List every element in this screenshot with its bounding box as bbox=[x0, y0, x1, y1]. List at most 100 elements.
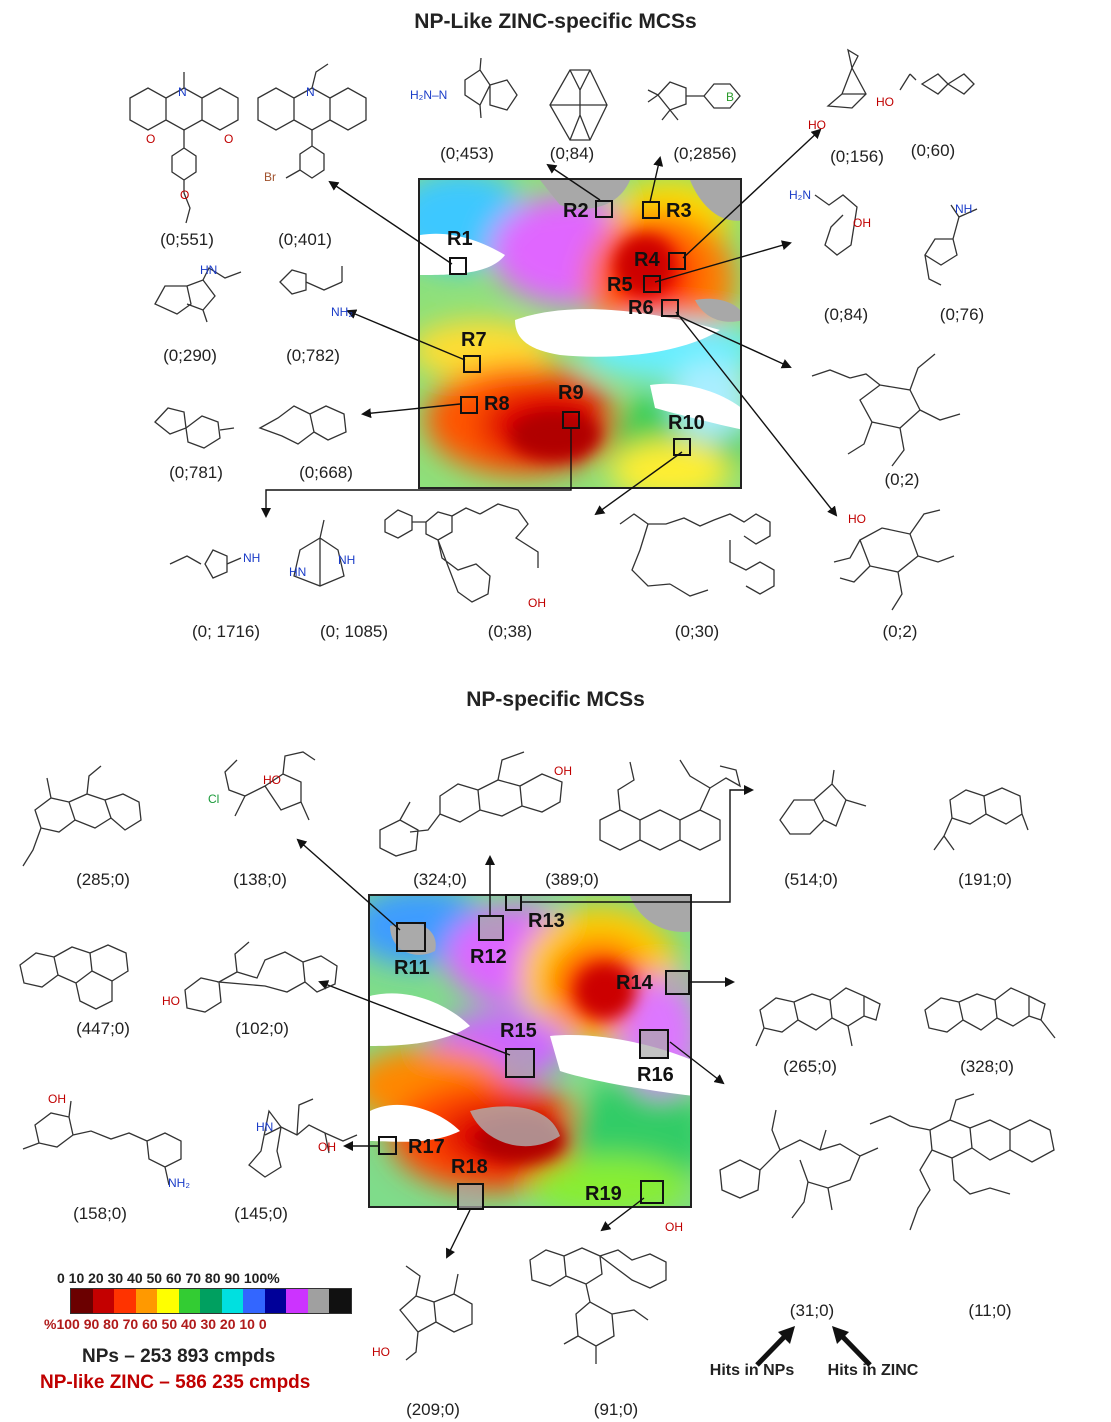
hits-nps-arrow bbox=[755, 1331, 790, 1367]
count-mol-5: (0;2856) bbox=[673, 144, 737, 163]
region-r16-label: R16 bbox=[637, 1064, 674, 1086]
region-r10-box[interactable] bbox=[673, 438, 691, 456]
count-np-16: (91;0) bbox=[593, 1400, 639, 1419]
arrow-r8 bbox=[361, 403, 461, 419]
molecule-1 bbox=[129, 72, 239, 224]
region-r13-label: R13 bbox=[528, 910, 565, 932]
region-r11-label: R11 bbox=[394, 957, 430, 979]
count-np-11: (158;0) bbox=[73, 1204, 127, 1223]
atom-oh-n12: OH bbox=[318, 1140, 336, 1154]
atom-o-1b: O bbox=[224, 132, 234, 146]
legend-swatch bbox=[286, 1289, 308, 1313]
region-r16-box[interactable] bbox=[639, 1029, 669, 1059]
atom-oh-n11: OH bbox=[48, 1092, 66, 1106]
region-r8-box[interactable] bbox=[460, 396, 478, 414]
region-r2-box[interactable] bbox=[595, 200, 613, 218]
molecule-n16 bbox=[529, 1247, 667, 1364]
molecule-17 bbox=[384, 503, 539, 603]
region-r12-box[interactable] bbox=[478, 915, 504, 941]
molecule-14 bbox=[811, 353, 961, 467]
atom-oh-n3: OH bbox=[554, 764, 572, 778]
region-r4-box[interactable] bbox=[668, 252, 686, 270]
molecule-n12 bbox=[248, 1098, 358, 1178]
zinc-section-title: NP-Like ZINC-specific MCSs bbox=[414, 10, 697, 33]
arrow-r13 bbox=[521, 785, 754, 903]
region-r7-box[interactable] bbox=[463, 355, 481, 373]
region-r1-box[interactable] bbox=[449, 257, 467, 275]
count-np-15: (209;0) bbox=[406, 1400, 460, 1419]
count-mol-6: (0;156) bbox=[830, 147, 884, 166]
molecule-n6 bbox=[933, 787, 1029, 851]
molecule-n8 bbox=[184, 941, 338, 1013]
molecule-n7 bbox=[19, 944, 129, 1010]
callout-arrows bbox=[261, 128, 838, 1259]
atom-ho-n8: HO bbox=[162, 994, 180, 1008]
molecule-13 bbox=[258, 405, 347, 445]
region-r14-label: R14 bbox=[616, 972, 653, 994]
region-r14-box[interactable] bbox=[665, 970, 690, 995]
molecule-n14 bbox=[869, 1093, 1055, 1231]
count-np-6: (191;0) bbox=[958, 870, 1012, 889]
count-mol-3: (0;453) bbox=[440, 144, 494, 163]
molecule-n3 bbox=[379, 751, 563, 857]
count-mol-16: (0; 1085) bbox=[319, 622, 389, 641]
region-r3-box[interactable] bbox=[642, 201, 660, 219]
atom-b: B bbox=[726, 90, 735, 104]
region-r3-label: R3 bbox=[666, 200, 692, 222]
legend-color-bar bbox=[70, 1288, 352, 1314]
region-r8-label: R8 bbox=[484, 393, 510, 415]
region-r7-label: R7 bbox=[461, 329, 487, 351]
region-r11-box[interactable] bbox=[396, 922, 426, 952]
region-r1-label: R1 bbox=[447, 228, 473, 250]
region-r5-box[interactable] bbox=[643, 275, 661, 293]
region-r6-box[interactable] bbox=[661, 299, 679, 317]
arrow-r18 bbox=[446, 1209, 471, 1259]
legend-swatch bbox=[71, 1289, 93, 1313]
region-r18-label: R18 bbox=[451, 1156, 488, 1178]
arrow-r9 bbox=[261, 429, 572, 518]
atom-nh-16: NH bbox=[338, 553, 356, 567]
legend-swatch bbox=[243, 1289, 265, 1313]
region-r19-label: R19 bbox=[585, 1183, 622, 1205]
atom-n-1: N bbox=[178, 85, 187, 99]
molecule-19 bbox=[833, 509, 955, 611]
molecule-n1 bbox=[22, 765, 142, 867]
region-r17-box[interactable] bbox=[378, 1136, 397, 1155]
molecule-7 bbox=[899, 73, 975, 95]
region-r18-box[interactable] bbox=[457, 1183, 484, 1210]
atom-nh2-n11: NH₂ bbox=[168, 1176, 190, 1190]
legend-swatch bbox=[200, 1289, 222, 1313]
hits-zinc-head bbox=[832, 1326, 849, 1344]
arrow-r15 bbox=[318, 980, 511, 1056]
legend-swatch bbox=[178, 1289, 201, 1313]
count-np-5: (514;0) bbox=[784, 870, 838, 889]
molecule-15 bbox=[169, 549, 242, 579]
np-section-title: NP-specific MCSs bbox=[466, 688, 645, 711]
legend-swatch bbox=[329, 1289, 351, 1313]
hits-in-nps-label: Hits in NPs bbox=[709, 1362, 795, 1379]
count-mol-13: (0;668) bbox=[299, 463, 353, 482]
molecule-n11 bbox=[22, 1100, 182, 1186]
legend-top-ticks: 0 10 20 30 40 50 60 70 80 90 100% bbox=[57, 1270, 280, 1286]
atom-ho-n2: HO bbox=[263, 773, 281, 787]
region-r17-label: R17 bbox=[408, 1136, 445, 1158]
arrow-r6b bbox=[675, 311, 838, 517]
legend-swatch bbox=[264, 1289, 287, 1313]
atom-hn-16: HN bbox=[289, 565, 307, 579]
count-mol-2: (0;401) bbox=[278, 230, 332, 249]
hits-in-zinc-label: Hits in ZINC bbox=[827, 1362, 919, 1379]
hits-nps-head bbox=[778, 1326, 795, 1344]
atom-nh2-9: NH₂ bbox=[331, 305, 353, 319]
region-r19-box[interactable] bbox=[640, 1180, 664, 1204]
molecule-n2 bbox=[224, 751, 316, 821]
count-mol-1: (0;551) bbox=[160, 230, 214, 249]
count-mol-12: (0;781) bbox=[169, 463, 223, 482]
arrow-r10 bbox=[594, 451, 683, 516]
atom-cl: Cl bbox=[208, 792, 220, 806]
region-r15-box[interactable] bbox=[505, 1048, 535, 1078]
region-r5-label: R5 bbox=[607, 274, 633, 296]
region-r9-box[interactable] bbox=[562, 411, 580, 429]
legend-swatch bbox=[307, 1289, 330, 1313]
count-np-9: (265;0) bbox=[783, 1057, 837, 1076]
molecule-11 bbox=[924, 204, 978, 286]
